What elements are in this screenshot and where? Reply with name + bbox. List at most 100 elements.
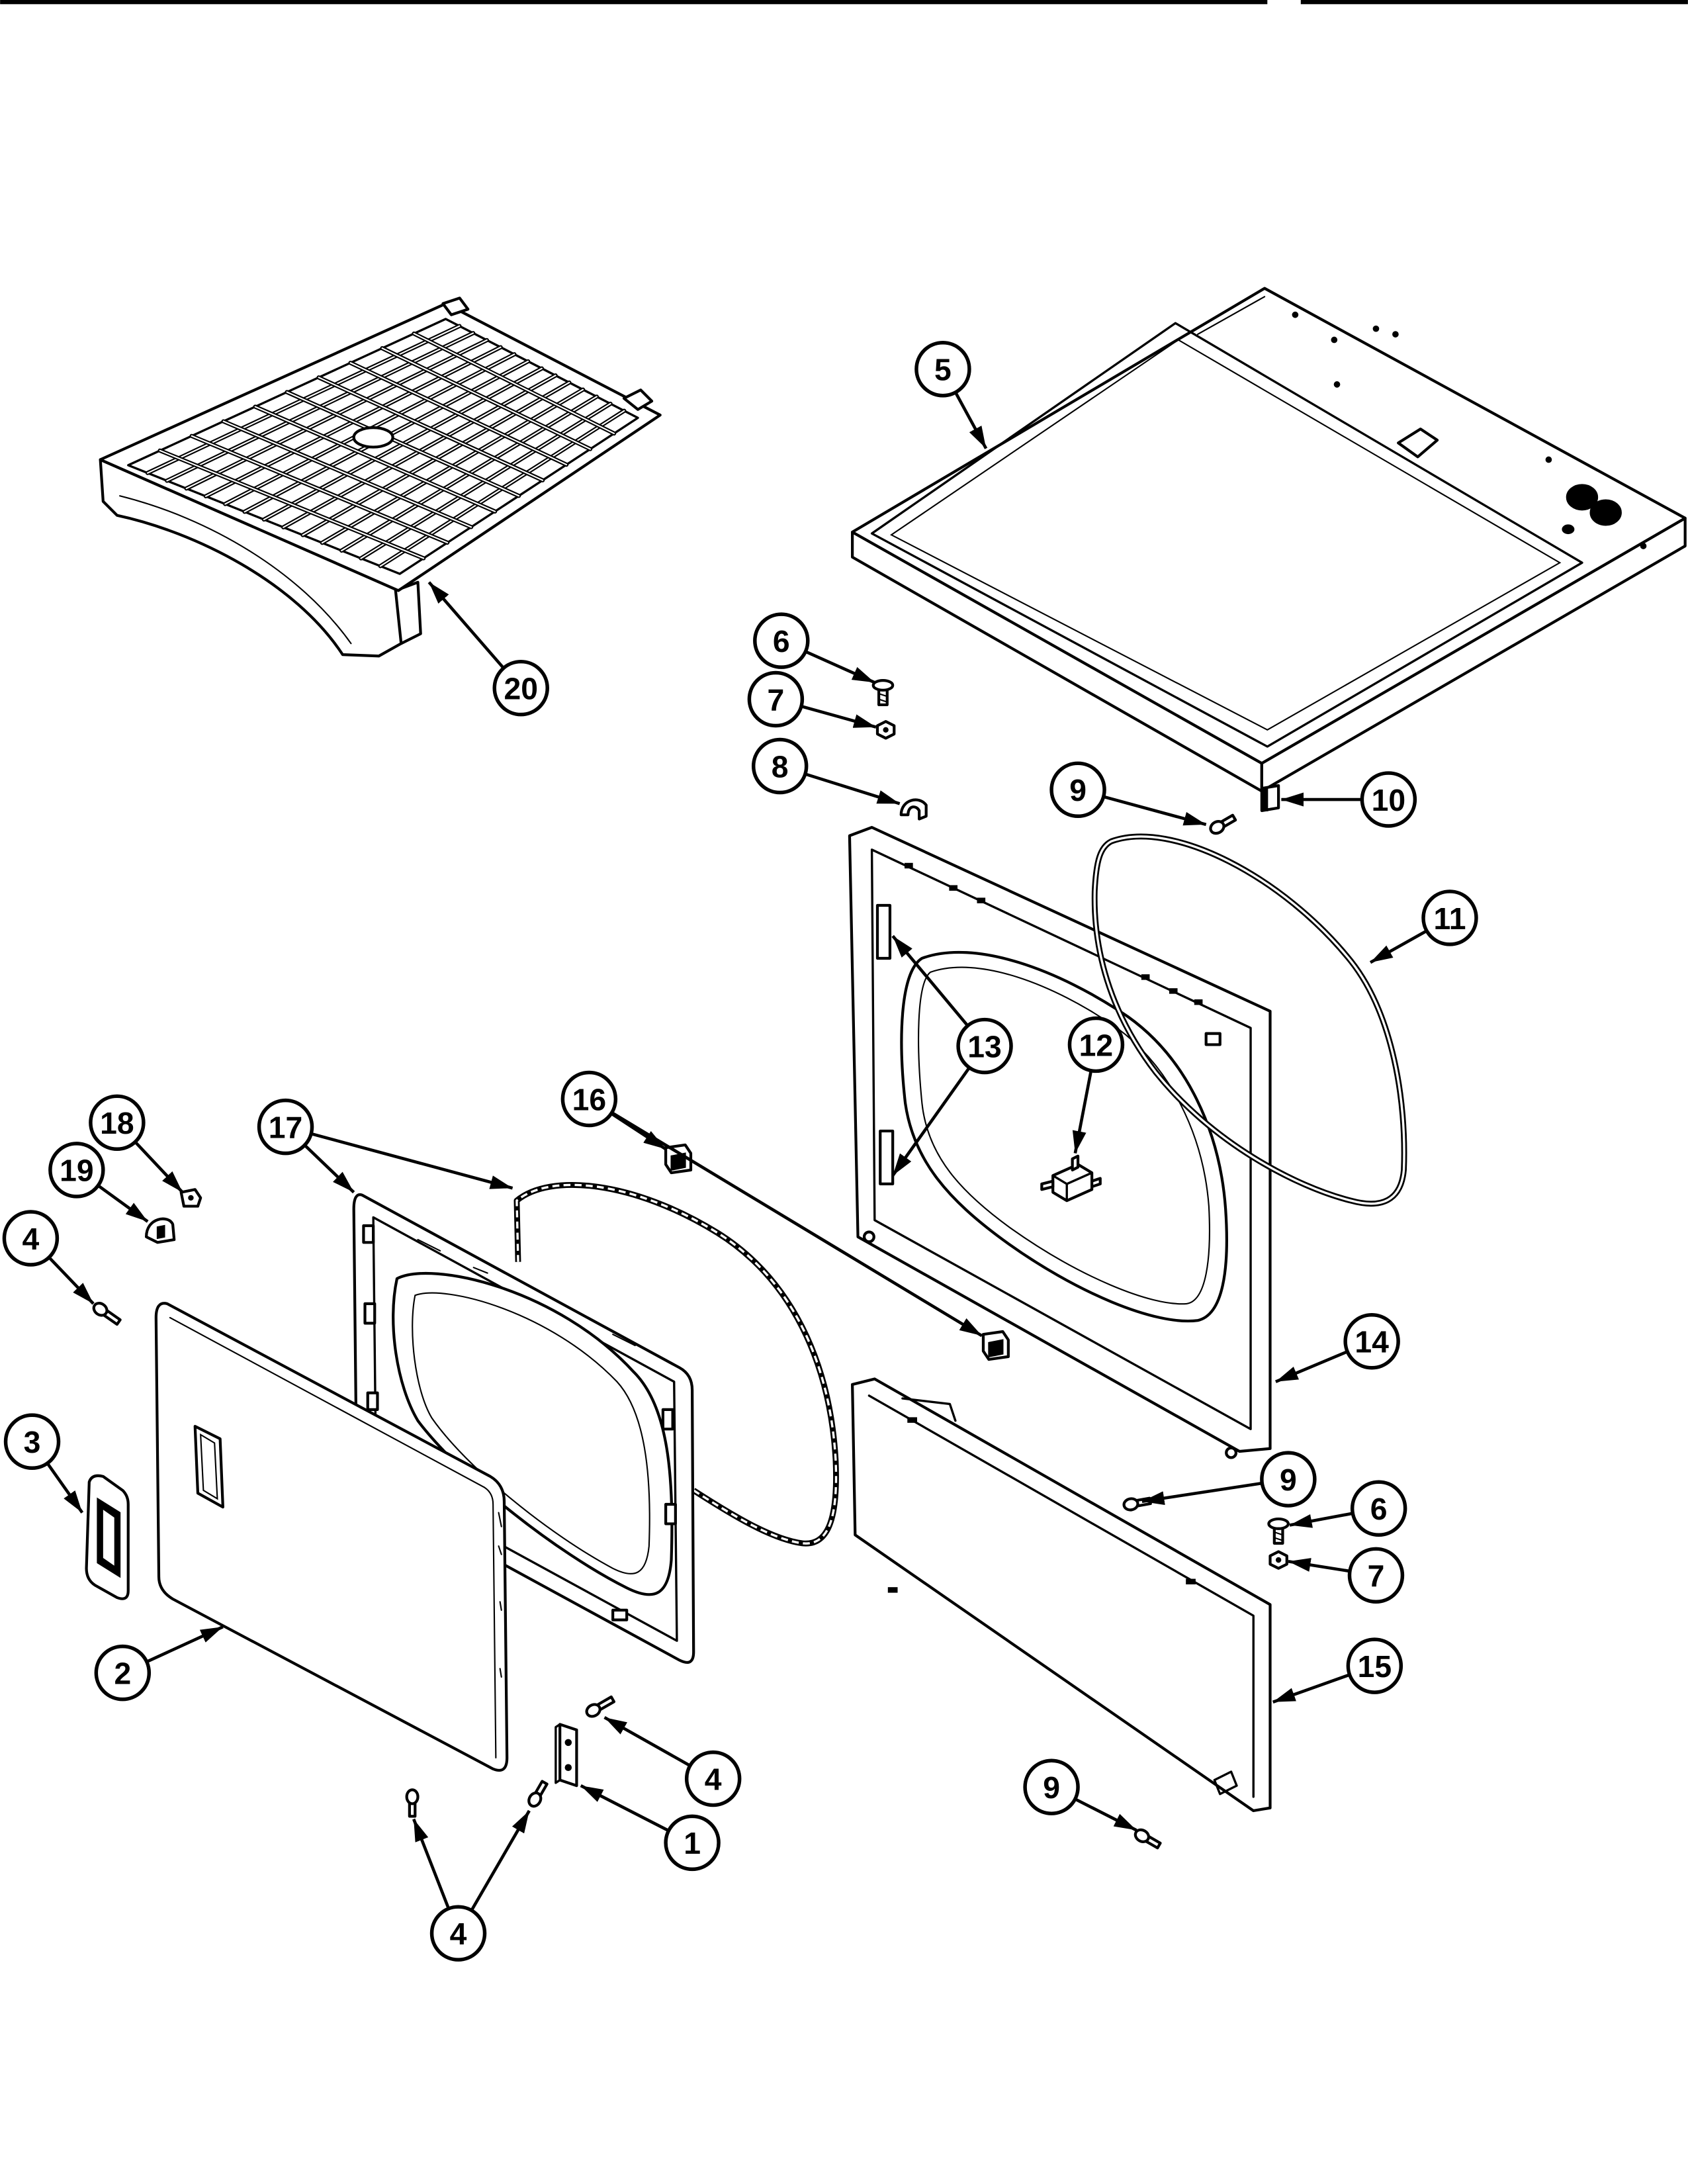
part-18 xyxy=(179,1188,202,1208)
screw-head xyxy=(1122,1497,1139,1512)
callout-circle xyxy=(664,1814,721,1872)
callout-11: 11 xyxy=(1369,889,1478,964)
screw-6-mid xyxy=(1267,1517,1290,1545)
callout-circle xyxy=(1347,1547,1405,1604)
rack-grid-line xyxy=(222,420,472,528)
screw-head xyxy=(1209,820,1225,835)
callout-circle xyxy=(89,1094,146,1152)
top-panel-surface xyxy=(851,287,1687,765)
callout-circle xyxy=(1360,771,1417,828)
rack-grid xyxy=(145,324,627,569)
slot xyxy=(977,897,986,903)
callout-6-top: 6 xyxy=(753,612,875,684)
lower-panel-notch xyxy=(901,1397,957,1422)
rack-grid-line xyxy=(286,391,520,497)
leader-arrow xyxy=(588,1097,983,1338)
callout-label: 11 xyxy=(1434,901,1466,936)
console-holes xyxy=(1292,311,1647,549)
rack-center-hub xyxy=(352,426,394,449)
hinge-plate xyxy=(558,1723,578,1788)
callout-13: 13 xyxy=(891,934,1013,1177)
door-handle-slot-inner xyxy=(200,1433,218,1500)
callout-label: 2 xyxy=(114,1656,131,1690)
top-rule xyxy=(0,0,1688,5)
hole xyxy=(1292,311,1299,318)
callout-14: 14 xyxy=(1275,1312,1400,1383)
callout-circle xyxy=(1421,889,1478,946)
callout-label: 17 xyxy=(269,1110,303,1144)
screw-4-bottom-right xyxy=(527,1780,549,1808)
callout-15: 15 xyxy=(1272,1637,1403,1704)
liner-tab xyxy=(664,1502,677,1525)
callout-7-mid: 7 xyxy=(1288,1547,1405,1604)
hinge-fold xyxy=(555,1723,561,1784)
frame-notch xyxy=(1204,1032,1222,1046)
screw-6-top xyxy=(871,678,895,707)
hole xyxy=(1640,543,1647,549)
callout-4-left: 4 xyxy=(2,1210,95,1305)
door-gasket-ring-core xyxy=(515,1183,838,1545)
callout-circle xyxy=(257,1098,314,1156)
callout-8: 8 xyxy=(751,737,901,805)
lower-panel-outer xyxy=(851,1377,1272,1813)
screw-head xyxy=(871,678,895,692)
callout-9-bottom: 9 xyxy=(1023,1758,1137,1832)
callout-4-right: 4 xyxy=(603,1715,742,1807)
rack-grid-line xyxy=(381,347,592,450)
door-inner-liner xyxy=(352,1193,695,1664)
liner-tab xyxy=(366,1391,379,1411)
liner-tab xyxy=(611,1608,629,1621)
front-panel-frame xyxy=(848,826,1272,1459)
callout-12: 12 xyxy=(1067,1016,1125,1154)
screw-4-left xyxy=(92,1302,122,1326)
slot xyxy=(905,862,913,869)
callout-label: 5 xyxy=(934,353,952,387)
rack-grid-line xyxy=(318,377,544,481)
lower-front-panel xyxy=(851,1377,1272,1813)
lower-panel-foot xyxy=(1213,1770,1238,1796)
lid-outline xyxy=(870,322,1583,748)
rack-back-tab xyxy=(441,296,470,316)
clip-face xyxy=(988,1339,1004,1358)
callout-circle xyxy=(1260,1451,1317,1508)
callout-19: 19 xyxy=(48,1142,149,1223)
screw-head xyxy=(92,1302,109,1317)
callout-label: 10 xyxy=(1372,783,1406,817)
callout-label: 14 xyxy=(1355,1325,1389,1359)
top-back-flange xyxy=(1197,296,1266,336)
liner-detail xyxy=(417,1239,636,1347)
callout-circle xyxy=(751,737,809,795)
callout-label: 16 xyxy=(572,1082,607,1116)
slot xyxy=(1194,999,1203,1005)
callout-4-bottom: 4 xyxy=(412,1809,531,1962)
screw-thread xyxy=(1273,1531,1284,1541)
nut-hole xyxy=(1275,1557,1282,1563)
control-knob-icon xyxy=(1566,484,1599,511)
drying-rack xyxy=(99,296,662,658)
lid-inner-outline xyxy=(890,339,1562,731)
screw-4-bottom-left xyxy=(405,1788,420,1818)
callout-circle xyxy=(94,1644,152,1702)
top-rule-left xyxy=(0,0,1268,5)
rack-rim-inner xyxy=(127,318,639,575)
frame-face xyxy=(870,848,1252,1430)
slot xyxy=(1186,1578,1196,1584)
callout-label: 7 xyxy=(1368,1559,1385,1593)
callout-label: 19 xyxy=(60,1154,94,1188)
callout-circle xyxy=(747,670,805,728)
callout-label: 15 xyxy=(1358,1649,1392,1684)
callout-circle xyxy=(956,1017,1013,1075)
frame-flange-slots xyxy=(905,862,1203,1005)
door-outer-panel xyxy=(154,1302,509,1772)
callout-circle xyxy=(492,659,549,717)
hole xyxy=(1372,325,1380,332)
callout-3: 3 xyxy=(3,1413,84,1514)
callout-label: 18 xyxy=(100,1106,134,1140)
top-rule-right xyxy=(1300,0,1688,5)
rack-back-tab xyxy=(622,388,654,411)
drum-seal xyxy=(1091,833,1407,1207)
callout-16: 16 xyxy=(560,1070,983,1338)
callout-label: 6 xyxy=(1370,1492,1388,1526)
control-knob-icon xyxy=(1562,524,1575,535)
